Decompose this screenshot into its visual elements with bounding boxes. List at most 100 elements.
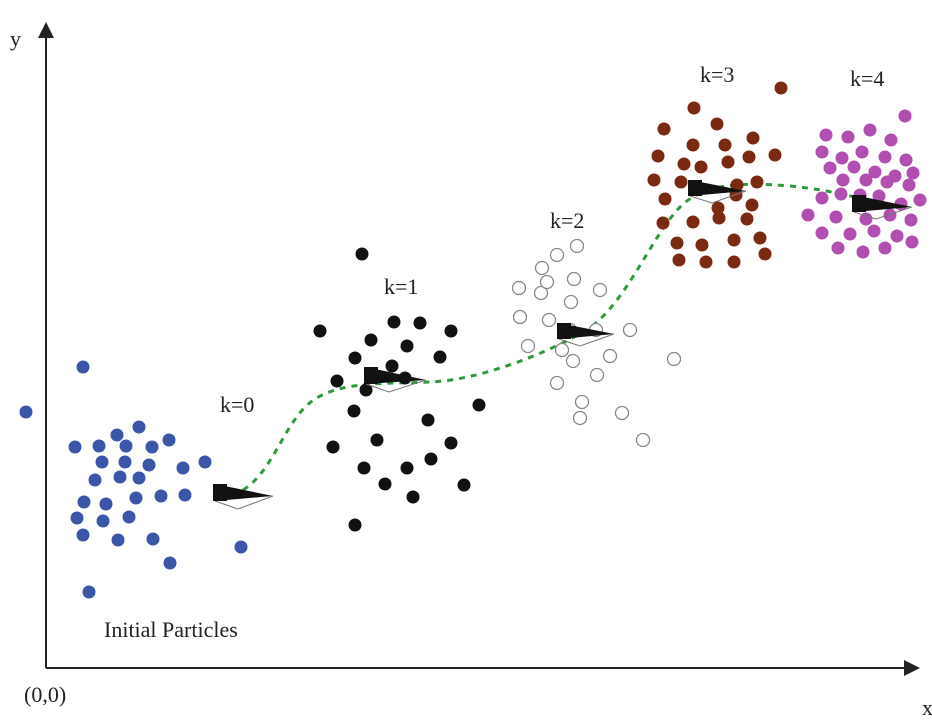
particle [878, 150, 892, 164]
particle [657, 122, 671, 136]
particle [421, 413, 435, 427]
particle [823, 161, 837, 175]
particle [711, 201, 725, 215]
particle [658, 192, 672, 206]
particle [347, 404, 361, 418]
particle [326, 440, 340, 454]
particle [424, 452, 438, 466]
particle [96, 514, 110, 528]
particle [635, 432, 651, 448]
step-label-k2: k=2 [550, 208, 585, 233]
particle [843, 227, 857, 241]
particle-group-k2 [511, 238, 682, 448]
particle [883, 208, 897, 222]
step-label-k1: k=1 [384, 274, 419, 299]
particle [753, 231, 767, 245]
particle [589, 367, 605, 383]
vehicle-icon-k4 [852, 195, 913, 220]
particle [76, 528, 90, 542]
particle [88, 473, 102, 487]
particle [364, 333, 378, 347]
particle [122, 510, 136, 524]
step-label-k3: k=3 [700, 62, 735, 87]
particle [444, 324, 458, 338]
particle [145, 440, 159, 454]
particle [82, 585, 96, 599]
x-axis-label: x [922, 695, 932, 720]
particle [774, 81, 788, 95]
particle [118, 455, 132, 469]
particle [868, 165, 882, 179]
particle [566, 271, 582, 287]
particle [902, 178, 916, 192]
particle [129, 491, 143, 505]
particle [132, 420, 146, 434]
particle [674, 175, 688, 189]
particle [884, 133, 898, 147]
vehicle-icon-k0 [213, 484, 274, 510]
particle [899, 153, 913, 167]
particle [19, 405, 33, 419]
particle [750, 175, 764, 189]
particle [672, 253, 686, 267]
particle [400, 339, 414, 353]
particle [330, 374, 344, 388]
particle [357, 461, 371, 475]
particle [622, 322, 638, 338]
step-label-k0: k=0 [220, 392, 255, 417]
particle [234, 540, 248, 554]
particle [176, 461, 190, 475]
particle [400, 461, 414, 475]
particle [815, 226, 829, 240]
particle [872, 189, 886, 203]
particle [370, 433, 384, 447]
particle [132, 471, 146, 485]
particle [694, 160, 708, 174]
particle [313, 324, 327, 338]
particle [572, 410, 588, 426]
particle [541, 312, 557, 328]
particle [569, 238, 585, 254]
particle [444, 436, 458, 450]
particle [758, 247, 772, 261]
particle [687, 101, 701, 115]
particle-group-k3 [647, 81, 788, 269]
particle [834, 187, 848, 201]
particle [549, 375, 565, 391]
particle [835, 151, 849, 165]
particle [614, 405, 630, 421]
particle [472, 398, 486, 412]
particle [727, 233, 741, 247]
particle [110, 428, 124, 442]
particle [554, 342, 570, 358]
particle [602, 348, 618, 364]
particle [647, 173, 661, 187]
particle [718, 138, 732, 152]
particle [913, 193, 927, 207]
particle [142, 458, 156, 472]
particle [904, 213, 918, 227]
particle [670, 236, 684, 250]
particle [534, 260, 550, 276]
particle [829, 210, 843, 224]
particle [855, 145, 869, 159]
particle [433, 350, 447, 364]
particle [801, 208, 815, 222]
particle [651, 149, 665, 163]
step-label-k4: k=4 [850, 66, 885, 91]
particle [712, 211, 726, 225]
particle [565, 353, 581, 369]
particle [549, 247, 565, 263]
particle [905, 235, 919, 249]
vehicle-icon-k1 [364, 367, 427, 393]
particle [348, 518, 362, 532]
particle [686, 138, 700, 152]
particle [730, 178, 744, 192]
particle [710, 117, 724, 131]
particle [457, 478, 471, 492]
particle [154, 489, 168, 503]
particle [359, 383, 373, 397]
particle [539, 274, 555, 290]
particle [563, 294, 579, 310]
